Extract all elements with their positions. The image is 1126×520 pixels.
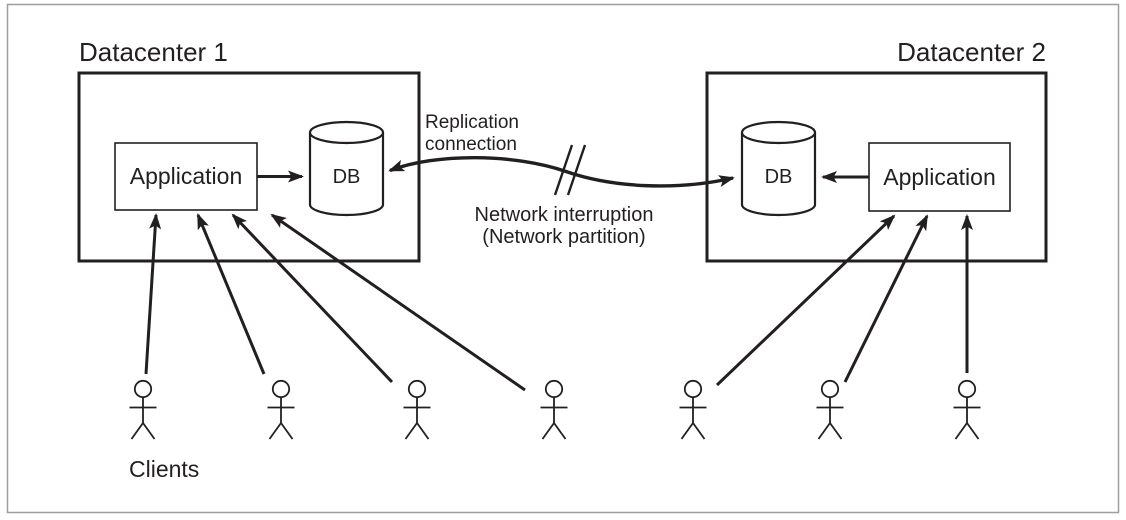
- application-1-box: [114, 142, 258, 211]
- replication-arrow: [388, 155, 735, 188]
- db-1-label: DB: [333, 166, 361, 188]
- datacenter-1: Datacenter 1 Application DB: [77, 37, 421, 263]
- application-2-box: [868, 142, 1011, 212]
- db-1-cylinder: DB: [308, 120, 385, 217]
- application-1-label: Application: [130, 163, 243, 189]
- client-4-arrow: [270, 213, 526, 392]
- client-6-arrow: [843, 214, 929, 383]
- replication-link: Replication connection Network interrupt…: [388, 112, 735, 248]
- figure-border: [6, 3, 1120, 514]
- client-figure-5: [678, 379, 708, 440]
- datacenter-1-title: Datacenter 1: [79, 37, 228, 67]
- client-5-arrow: [715, 214, 896, 387]
- db-1-cylinder-top: [308, 120, 385, 145]
- client-figure-6: [815, 379, 845, 440]
- client-2-arrow: [196, 213, 266, 375]
- replication-label-line-1: Replication: [425, 112, 519, 133]
- interruption-label-line-2: (Network partition): [482, 226, 645, 248]
- clients-label: Clients: [129, 456, 199, 482]
- datacenter-2: Datacenter 2 Application DB: [705, 37, 1048, 263]
- client-3-arrow: [231, 213, 394, 384]
- replication-label-line-2: connection: [425, 134, 517, 155]
- interruption-label-line-1: Network interruption: [475, 204, 654, 226]
- client-figure-2: [266, 379, 296, 440]
- client-arrows: [144, 213, 973, 392]
- datacenter-2-title: Datacenter 2: [897, 37, 1046, 67]
- db-1-cylinder-body: [308, 132, 385, 217]
- clients-group: Clients: [128, 379, 982, 482]
- client-figure-3: [402, 379, 432, 440]
- db-2-cylinder: DB: [740, 120, 817, 217]
- client-figure-1: [128, 379, 158, 440]
- client-figure-7: [952, 379, 982, 440]
- db-2-cylinder-top: [740, 120, 817, 145]
- client-figure-4: [539, 379, 569, 440]
- client-1-arrow: [144, 213, 162, 375]
- partition-slash-1: [553, 144, 574, 196]
- db-2-cylinder-body: [740, 132, 817, 217]
- partition-slash-2: [566, 144, 587, 196]
- db-2-label: DB: [765, 166, 793, 188]
- application-2-label: Application: [883, 164, 996, 190]
